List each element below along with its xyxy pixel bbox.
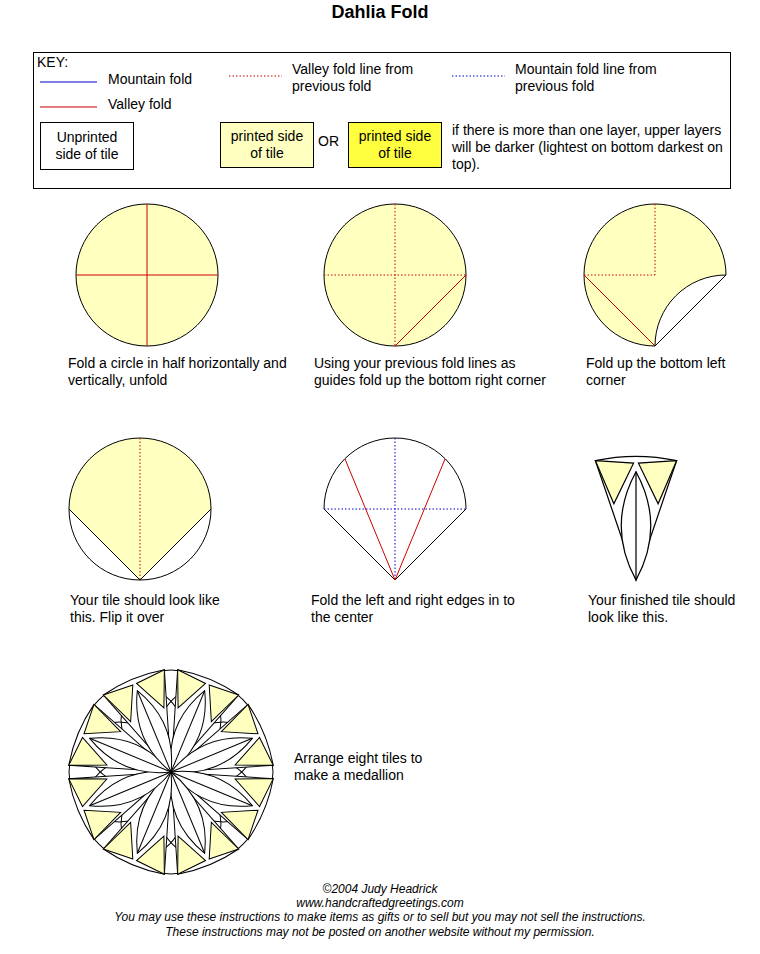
legend-text: Mountain fold: [108, 71, 218, 88]
or-text: OR: [318, 133, 348, 150]
usage-note: These instructions may not be posted on …: [0, 925, 760, 939]
tile-side-swatch: printed side of tile: [220, 122, 314, 168]
step-caption: Fold a circle in half horizontally and v…: [68, 355, 298, 389]
swatch-label: printed side of tile: [227, 128, 307, 162]
step-caption: Using your previous fold lines as guides…: [314, 355, 554, 389]
step-caption: Your tile should look like this. Flip it…: [70, 592, 225, 626]
layer-note: if there is more than one layer, upper l…: [452, 122, 724, 173]
step-caption: Your finished tile should look like this…: [588, 592, 743, 626]
step-caption: Fold the left and right edges in to the …: [311, 592, 516, 626]
legend-text: Mountain fold line from previous fold: [515, 61, 695, 95]
swatch-label: Unprinted side of tile: [47, 129, 127, 163]
diagram-title: Dahlia Fold: [0, 4, 760, 21]
copyright: ©2004 Judy Headrick: [0, 882, 760, 896]
tile-side-swatch: printed side of tile: [348, 122, 442, 168]
tile-side-swatch: Unprinted side of tile: [40, 122, 134, 170]
legend-text: Valley fold line from previous fold: [292, 61, 444, 95]
website: www.handcraftedgreetings.com: [0, 896, 760, 910]
step-caption: Fold up the bottom left corner: [586, 355, 751, 389]
key-heading: KEY:: [37, 54, 68, 71]
swatch-label: printed side of tile: [355, 128, 435, 162]
usage-note: You may use these instructions to make i…: [0, 910, 760, 924]
step-caption: Arrange eight tiles to make a medallion: [294, 750, 459, 784]
legend-text: Valley fold: [108, 96, 218, 113]
